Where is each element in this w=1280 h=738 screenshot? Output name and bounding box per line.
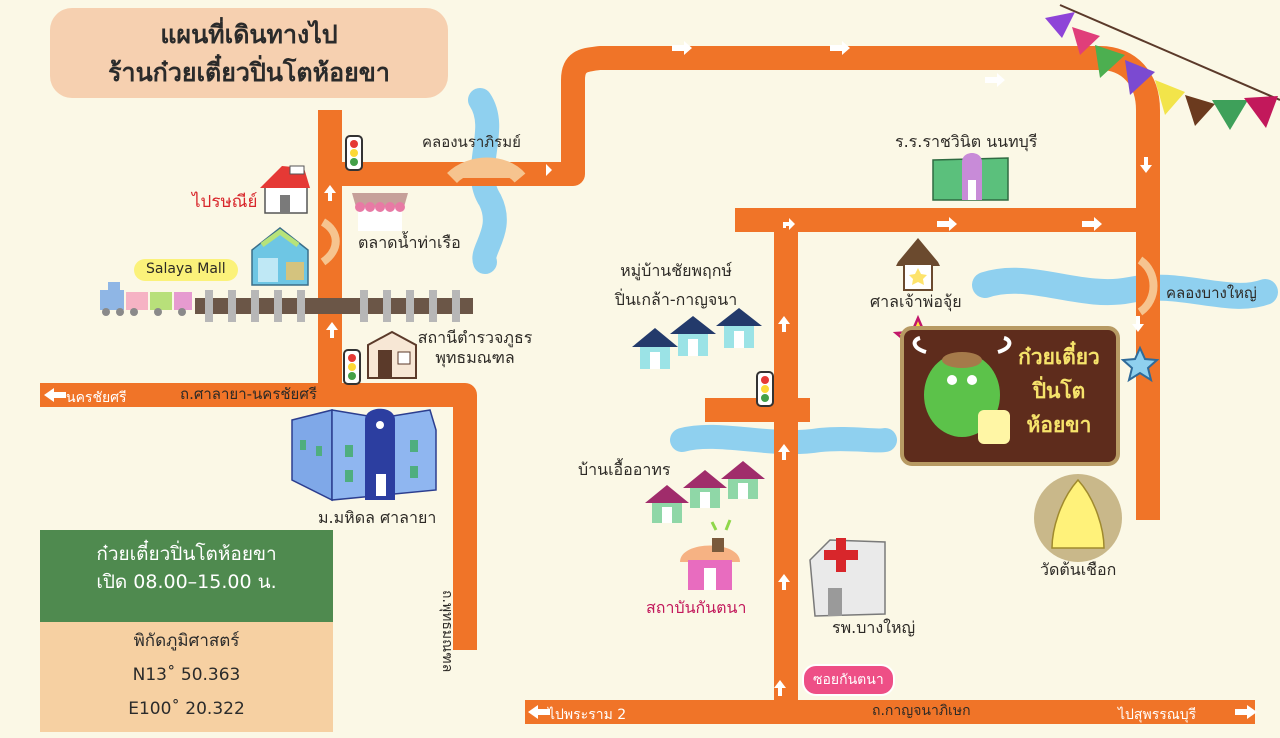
- chaiyaphruek-line-1: หมู่บ้านชัยพฤกษ์: [620, 261, 732, 280]
- police-station-icon: [367, 330, 417, 379]
- arrow-icon: [326, 322, 338, 338]
- shop-sign-board: [900, 326, 1120, 466]
- arrow-icon: [1132, 316, 1144, 332]
- opening-hours: เปิด 08.00–15.00 น.: [96, 571, 277, 593]
- khlong-narapirom-label: คลองนราภิรมย์: [422, 133, 521, 151]
- police-station-line-1: สถานีตำรวจภูธร: [417, 328, 533, 347]
- post-office-label: ไปรษณีย์: [192, 192, 258, 212]
- arrow-icon: [1082, 217, 1102, 231]
- bridge-narapirom: [447, 157, 526, 184]
- mahidol-label: ม.มหิดล ศาลายา: [318, 508, 437, 527]
- shop-sign-line-2: ปิ่นโต: [1032, 379, 1086, 403]
- arrow-icon: [1140, 157, 1152, 173]
- map-title: แผนที่เดินทางไป ร้านก๋วยเตี๋ยวปิ่นโตห้อย…: [50, 8, 448, 98]
- soi-kantana-label: ซอยกันตนา: [802, 664, 895, 696]
- salaya-mall-icon: [251, 227, 309, 286]
- longitude: E100˚ 20.322: [128, 699, 245, 719]
- arrow-icon: [44, 388, 66, 402]
- to-rama2-label: ไปพระราม 2: [548, 707, 627, 723]
- title-line-1: แผนที่เดินทางไป: [160, 20, 338, 49]
- house-icon: [683, 470, 727, 508]
- village-houses: [632, 308, 765, 523]
- arrow-icon: [672, 41, 692, 55]
- house-icon: [645, 485, 689, 523]
- hospital-icon: [809, 538, 886, 617]
- temple-icon: [1034, 474, 1122, 562]
- tha-ruea-market-label: ตลาดน้ำท่าเรือ: [358, 233, 461, 252]
- to-suphanburi-label: ไปสุพรรณบุรี: [1118, 707, 1197, 723]
- train-icon: [100, 282, 192, 316]
- arrow-icon: [778, 316, 790, 332]
- arrow-icon: [778, 574, 790, 590]
- police-station-line-2: พุทธมณฑล: [435, 348, 515, 367]
- kanchanaphisek-road-label: ถ.กาญจนาภิเษก: [872, 703, 971, 719]
- khlong-bang-yai-label: คลองบางใหญ่: [1166, 284, 1257, 302]
- chaiyaphruek-line-2: ปิ่นเกล้า-กาญจนา: [614, 290, 738, 309]
- chaiyaphruek-label: หมู่บ้านชัยพฤกษ์ ปิ่นเกล้า-กาญจนา: [596, 256, 756, 314]
- shrine-icon: [896, 238, 940, 291]
- arrow-icon: [324, 185, 336, 201]
- house-icon: [716, 308, 762, 348]
- kantana-label: สถาบันกันตนา: [646, 598, 747, 617]
- railway: [195, 290, 473, 322]
- traffic-light-icon: [343, 349, 361, 385]
- arrow-icon: [1235, 705, 1257, 719]
- coordinates-box: พิกัดภูมิศาสตร์ N13˚ 50.363 E100˚ 20.322: [40, 622, 333, 732]
- hospital-label: รพ.บางใหญ่: [832, 618, 916, 637]
- market-icon: [352, 193, 408, 231]
- nakhon-chaisi-label: นครชัยศรี: [66, 390, 127, 406]
- latitude: N13˚ 50.363: [132, 665, 241, 685]
- salaya-nakhonchaisi-road-label: ถ.ศาลายา-นครชัยศรี: [180, 385, 317, 403]
- traffic-light-icon: [756, 371, 774, 407]
- school-icon: [932, 153, 1009, 201]
- salaya-mall-label: Salaya Mall: [134, 259, 238, 281]
- coordinates-title: พิกัดภูมิศาสตร์: [133, 631, 240, 651]
- rajavinit-school-label: ร.ร.ราชวินิต นนทบุรี: [895, 132, 1038, 151]
- khlong-narapirom-river: [468, 88, 507, 274]
- house-icon: [670, 316, 716, 356]
- baan-ueaathon-label: บ้านเอื้ออาทร: [578, 460, 671, 479]
- canal-middle-river: [670, 424, 897, 455]
- arrow-icon: [528, 705, 550, 719]
- pennant-bunting-icon: [1045, 4, 1280, 130]
- bridge-bang-yai: [1137, 256, 1158, 316]
- house-icon: [632, 328, 678, 369]
- rivers: [468, 88, 1278, 455]
- police-station-label: สถานีตำรวจภูธร พุทธมณฑล: [400, 328, 550, 368]
- arrow-icon: [985, 73, 1005, 87]
- shop-name: ก๋วยเตี๋ยวปิ่นโตห้อยขา: [96, 543, 277, 565]
- post-office-icon: [260, 165, 310, 214]
- road-arrows: [44, 41, 1257, 719]
- traffic-light-icon: [345, 135, 363, 171]
- wat-ton-chueak-label: วัดต้นเชือก: [1040, 560, 1117, 579]
- traffic-lights: [343, 135, 774, 407]
- road-salaya-nakhonchaisi: [40, 383, 477, 650]
- kantana-icon: [680, 519, 740, 590]
- bridge-left: [320, 218, 340, 266]
- shrine-label: ศาลเจ้าพ่อจุ้ย: [870, 292, 962, 311]
- arrow-icon: [830, 41, 850, 55]
- arrow-icon: [540, 164, 552, 176]
- title-line-2: ร้านก๋วยเตี๋ยวปิ่นโตห้อยขา: [108, 58, 390, 87]
- arrow-icon: [783, 218, 795, 230]
- shop-sign-text: ก๋วยเตี๋ยว ปิ่นโต ห้อยขา: [1004, 340, 1114, 442]
- shop-info-box: ก๋วยเตี๋ยวปิ่นโตห้อยขา เปิด 08.00–15.00 …: [40, 530, 333, 622]
- star-icon: [1120, 345, 1160, 383]
- arrow-icon: [778, 444, 790, 460]
- phutthamonthon-road-label: ถ.พุทธมณฑล: [439, 590, 455, 673]
- bridges: [320, 157, 1158, 316]
- shop-sign-line-1: ก๋วยเตี๋ยว: [1018, 345, 1100, 369]
- mahidol-icon: [291, 408, 437, 502]
- house-icon: [721, 461, 765, 499]
- shop-sign-line-3: ห้อยขา: [1026, 413, 1092, 437]
- khlong-bang-yai-river: [972, 267, 1278, 309]
- arrow-icon: [774, 680, 786, 696]
- arrow-icon: [937, 217, 957, 231]
